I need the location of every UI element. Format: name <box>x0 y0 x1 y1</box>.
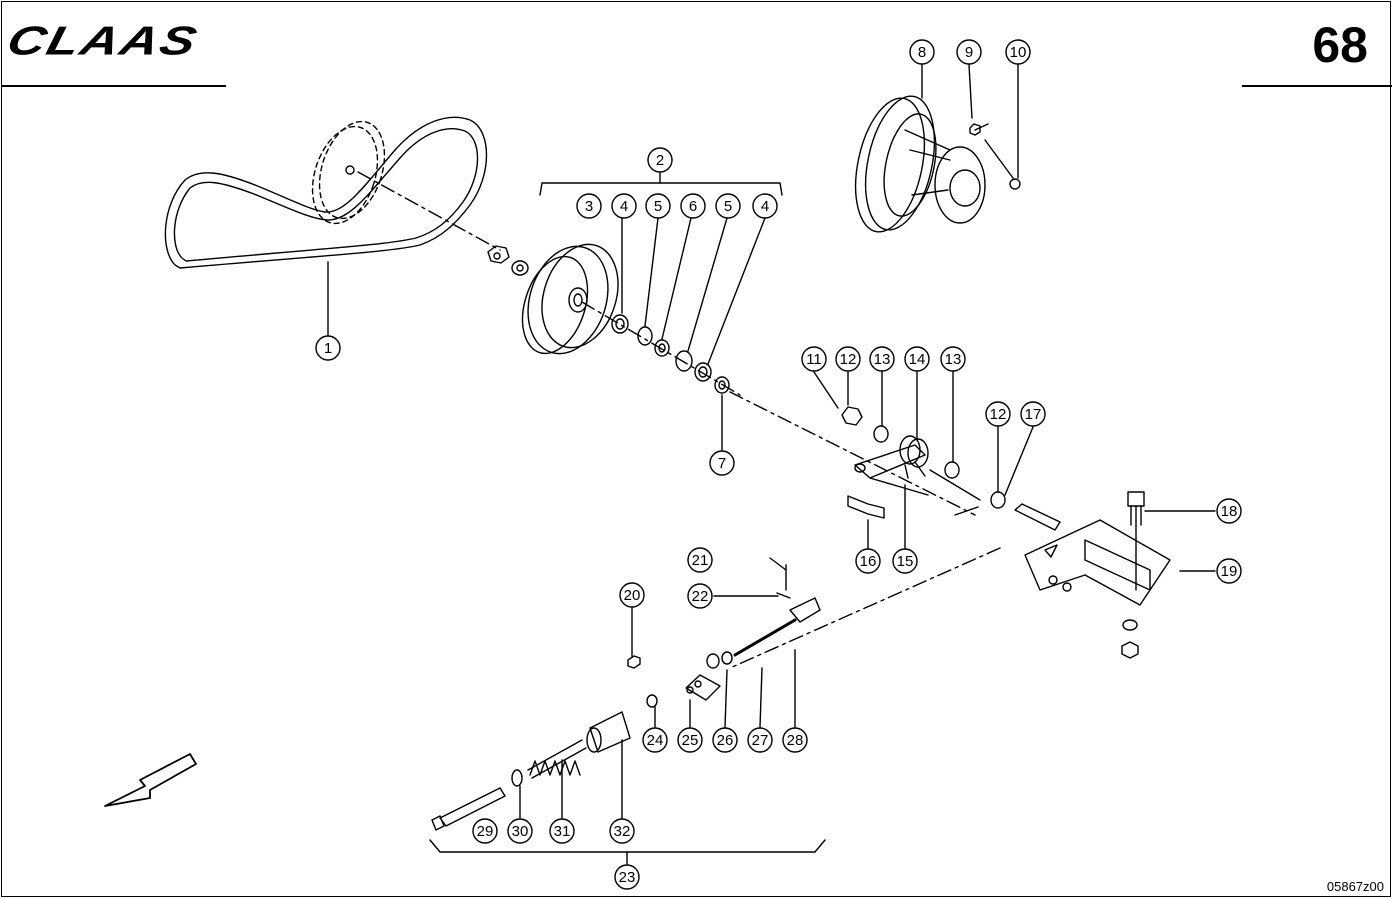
callout-16: 16 <box>855 548 881 574</box>
svg-text:12: 12 <box>990 406 1007 423</box>
callout-5: 5 <box>645 193 671 219</box>
callout-25: 25 <box>677 727 703 753</box>
svg-text:13: 13 <box>874 351 891 368</box>
callout-27: 27 <box>747 727 773 753</box>
svg-text:29: 29 <box>477 823 494 840</box>
svg-text:5: 5 <box>654 198 662 215</box>
callout-8: 8 <box>909 39 935 65</box>
svg-text:25: 25 <box>682 732 699 749</box>
nut-and-washer <box>487 245 529 276</box>
callout-1: 1 <box>315 335 341 361</box>
svg-text:7: 7 <box>718 455 726 472</box>
svg-text:17: 17 <box>1025 406 1042 423</box>
svg-text:32: 32 <box>614 823 631 840</box>
page-number: 68 <box>1312 17 1368 73</box>
callout-29: 29 <box>472 818 498 844</box>
callout-22: 22 <box>687 583 713 609</box>
tensioner-arm <box>841 406 1006 519</box>
callout-9: 9 <box>956 39 982 65</box>
arrow-down-left-icon <box>104 753 197 807</box>
svg-text:27: 27 <box>752 732 769 749</box>
svg-text:31: 31 <box>554 823 571 840</box>
svg-text:6: 6 <box>689 198 697 215</box>
svg-text:30: 30 <box>512 823 529 840</box>
callout-26: 26 <box>712 727 738 753</box>
callout-4: 4 <box>611 193 637 219</box>
svg-text:3: 3 <box>585 198 593 215</box>
svg-text:26: 26 <box>717 732 734 749</box>
callout-6: 6 <box>680 193 706 219</box>
callout-2: 2 <box>647 147 673 173</box>
callout-7: 7 <box>709 450 735 476</box>
svg-text:13: 13 <box>945 351 962 368</box>
svg-text:12: 12 <box>840 351 857 368</box>
svg-text:19: 19 <box>1221 563 1238 580</box>
callout-12b: 12 <box>985 401 1011 427</box>
svg-text:9: 9 <box>965 44 973 61</box>
svg-text:4: 4 <box>761 198 769 215</box>
svg-text:2: 2 <box>656 152 664 169</box>
callout-10: 10 <box>1005 39 1031 65</box>
header-rule-left <box>1 85 226 87</box>
callout-13: 13 <box>869 346 895 372</box>
svg-text:28: 28 <box>787 732 804 749</box>
mounting-bracket <box>1014 491 1171 659</box>
svg-text:16: 16 <box>860 553 877 570</box>
callout-24: 24 <box>642 727 668 753</box>
spring-linkage <box>431 564 821 831</box>
svg-text:10: 10 <box>1010 44 1027 61</box>
svg-text:4: 4 <box>620 198 628 215</box>
callout-5b: 5 <box>715 193 741 219</box>
callout-13b: 13 <box>940 346 966 372</box>
callout-23: 23 <box>614 864 640 890</box>
svg-text:8: 8 <box>918 44 926 61</box>
callout-3: 3 <box>576 193 602 219</box>
callout-14: 14 <box>904 346 930 372</box>
svg-text:21: 21 <box>692 552 709 569</box>
callout-28: 28 <box>782 727 808 753</box>
drawing-reference: 05867z00 <box>1326 879 1384 894</box>
svg-text:1: 1 <box>324 340 332 357</box>
svg-text:22: 22 <box>692 588 709 605</box>
callout-30: 30 <box>507 818 533 844</box>
svg-text:5: 5 <box>724 198 732 215</box>
v-belt <box>164 116 488 336</box>
callout-20: 20 <box>619 582 645 608</box>
svg-text:18: 18 <box>1221 503 1238 520</box>
callout-17: 17 <box>1020 401 1046 427</box>
callout-19: 19 <box>1216 558 1242 584</box>
svg-text:14: 14 <box>909 351 926 368</box>
callout-31: 31 <box>549 818 575 844</box>
svg-text:24: 24 <box>647 732 664 749</box>
svg-text:15: 15 <box>897 553 914 570</box>
callout-15: 15 <box>892 548 918 574</box>
svg-text:20: 20 <box>624 587 641 604</box>
callout-12: 12 <box>835 346 861 372</box>
header-rule-right <box>1242 85 1392 87</box>
v-belt-pulley <box>521 243 619 355</box>
callout-4b: 4 <box>752 193 778 219</box>
callout-32: 32 <box>609 818 635 844</box>
bearing-stack <box>611 314 730 394</box>
svg-text:23: 23 <box>619 869 636 886</box>
svg-text:11: 11 <box>806 351 822 368</box>
callout-18: 18 <box>1216 498 1242 524</box>
callout-21: 21 <box>687 547 713 573</box>
pulley-hub <box>854 95 1021 233</box>
callout-11: 11 <box>801 346 827 372</box>
